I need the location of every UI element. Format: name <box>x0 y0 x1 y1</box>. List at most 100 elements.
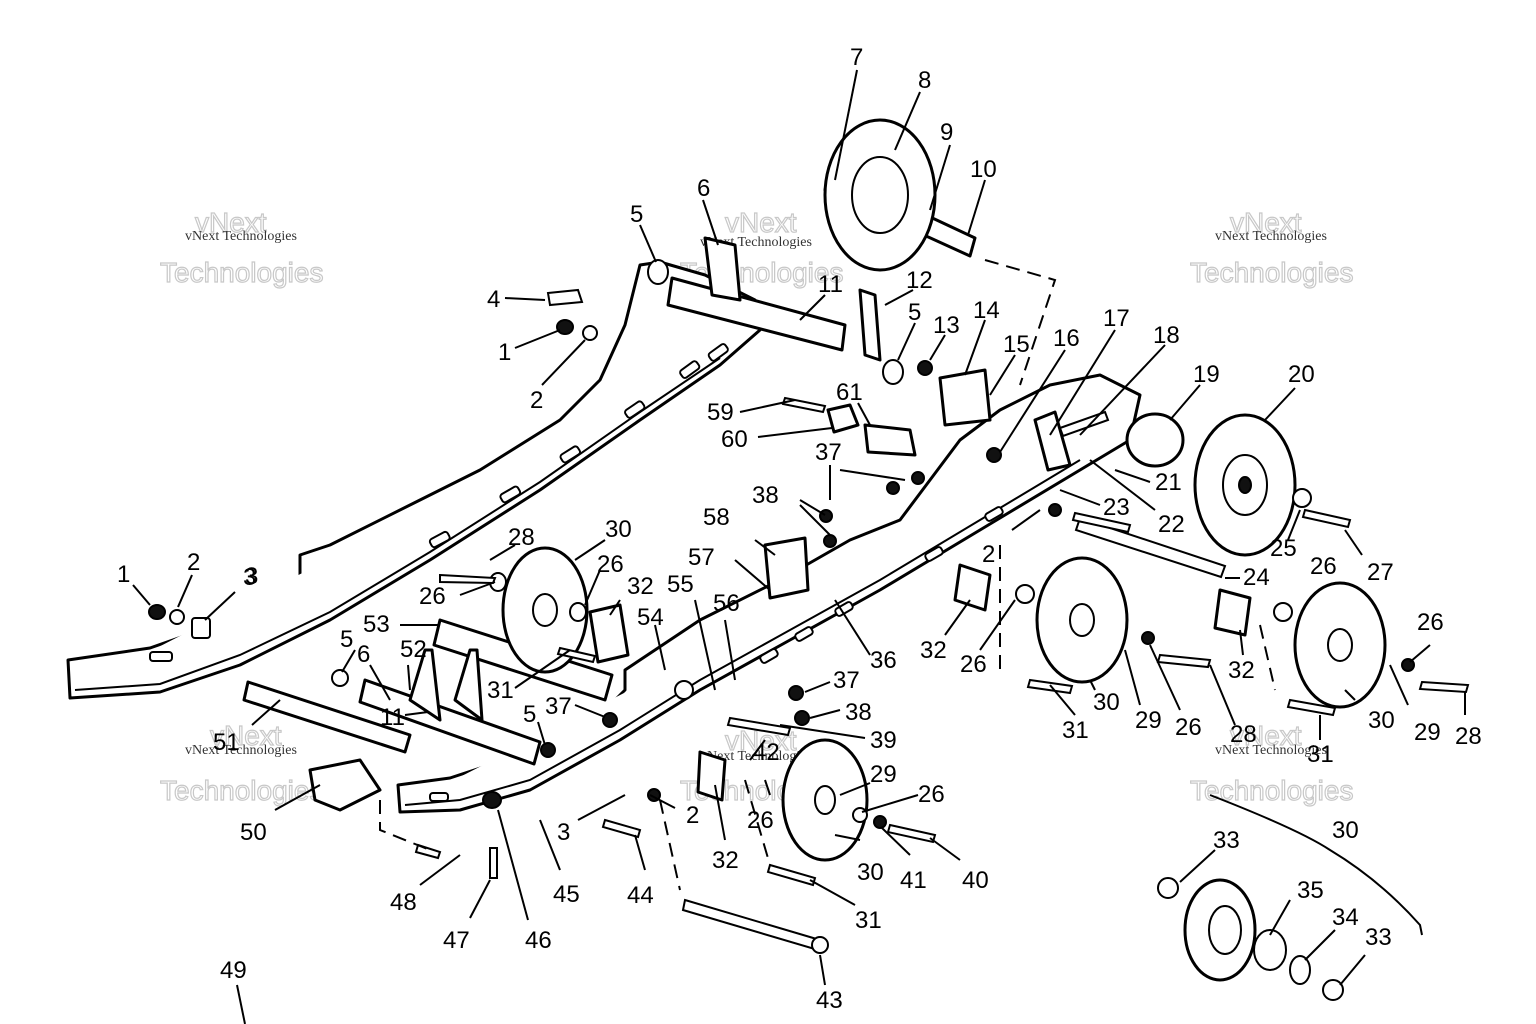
callout-11: 11 <box>380 704 405 731</box>
callout-23: 23 <box>1103 494 1130 521</box>
callout-2: 2 <box>686 802 699 829</box>
callout-37: 37 <box>815 439 842 466</box>
hardware <box>148 236 1470 887</box>
callout-6: 6 <box>357 641 370 668</box>
callout-11: 11 <box>818 271 843 298</box>
callout-15: 15 <box>1003 331 1030 358</box>
callout-26: 26 <box>918 781 945 808</box>
callout-29: 29 <box>870 761 897 788</box>
callout-31: 31 <box>1307 741 1334 768</box>
callout-5: 5 <box>523 701 536 728</box>
callout-2: 2 <box>982 541 995 568</box>
callout-53: 53 <box>363 611 390 638</box>
callout-42: 42 <box>753 739 780 766</box>
callout-3: 3 <box>243 564 256 591</box>
callout-60: 60 <box>721 426 748 453</box>
watermark-company: vNext Technologies <box>185 743 297 758</box>
callout-29: 29 <box>1414 719 1441 746</box>
watermark-company: vNext Technologies <box>1215 229 1327 244</box>
callout-55: 55 <box>667 571 694 598</box>
callout-1: 1 <box>498 339 511 366</box>
watermark-word: Technologies <box>1190 775 1353 806</box>
leader-lines <box>132 69 1466 1024</box>
callout-36: 36 <box>870 647 897 674</box>
callout-52: 52 <box>400 636 427 663</box>
watermark-brand: vNext <box>195 207 267 238</box>
callout-17: 17 <box>1103 305 1130 332</box>
callout-16: 16 <box>1053 325 1080 352</box>
callout-12: 12 <box>906 267 933 294</box>
watermark-word: Technologies <box>1190 257 1353 288</box>
callout-32: 32 <box>920 637 947 664</box>
callout-3: 3 <box>557 819 570 846</box>
callout-33: 33 <box>1365 924 1392 951</box>
callout-45: 45 <box>553 881 580 908</box>
watermark-brand: vNext <box>210 720 282 751</box>
callout-5: 5 <box>340 626 353 653</box>
callout-30: 30 <box>857 859 884 886</box>
callout-2: 2 <box>530 387 543 414</box>
callout-8: 8 <box>918 67 931 94</box>
callout-5: 5 <box>908 299 921 326</box>
callout-44: 44 <box>627 882 654 909</box>
callout-50: 50 <box>240 819 267 846</box>
callout-28: 28 <box>1455 723 1482 750</box>
callout-20: 20 <box>1288 361 1315 388</box>
watermark-brand: vNext <box>1230 207 1302 238</box>
callout-56: 56 <box>713 590 740 617</box>
callout-59: 59 <box>707 399 734 426</box>
callout-6: 6 <box>697 175 710 202</box>
wheels <box>501 118 1387 1001</box>
callout-25: 25 <box>1270 535 1297 562</box>
callout-46: 46 <box>525 927 552 954</box>
callout-24: 24 <box>1243 564 1270 591</box>
callout-32: 32 <box>1228 657 1255 684</box>
callout-26: 26 <box>419 583 446 610</box>
callout-30: 30 <box>1093 689 1120 716</box>
callout-9: 9 <box>940 119 953 146</box>
callout-30: 30 <box>1332 817 1359 844</box>
watermark-word: Technologies <box>160 775 323 806</box>
watermark-company: vNext Technologies <box>185 229 297 244</box>
watermark-company: vNext Technologies <box>1215 743 1327 758</box>
callout-54: 54 <box>637 604 664 631</box>
callout-5: 5 <box>630 201 643 228</box>
callout-14: 14 <box>973 297 1000 324</box>
callout-22: 22 <box>1158 511 1185 538</box>
watermark-company: vNext Technologies <box>700 749 812 764</box>
callout-38: 38 <box>752 482 779 509</box>
callout-2: 2 <box>187 549 200 576</box>
callout-49: 49 <box>220 957 247 984</box>
callout-32: 32 <box>712 847 739 874</box>
callout-38: 38 <box>845 699 872 726</box>
callout-26: 26 <box>960 651 987 678</box>
callout-29: 29 <box>1135 707 1162 734</box>
callout-37: 37 <box>545 693 572 720</box>
watermark-brand: vNext <box>1230 720 1302 751</box>
callout-51: 51 <box>213 729 240 756</box>
callout-48: 48 <box>390 889 417 916</box>
callout-47: 47 <box>443 927 470 954</box>
callout-4: 4 <box>487 286 500 313</box>
callout-30: 30 <box>605 516 632 543</box>
callout-28: 28 <box>1230 721 1257 748</box>
callout-43: 43 <box>816 987 843 1014</box>
callout-58: 58 <box>703 504 730 531</box>
callout-28: 28 <box>508 524 535 551</box>
callout-18: 18 <box>1153 322 1180 349</box>
dashed-lines <box>379 259 1276 891</box>
callout-31: 31 <box>487 677 514 704</box>
callout-41: 41 <box>900 867 927 894</box>
callout-1: 1 <box>117 561 130 588</box>
callout-21: 21 <box>1155 469 1182 496</box>
callout-37: 37 <box>833 667 860 694</box>
callout-26: 26 <box>747 807 774 834</box>
callout-26: 26 <box>1310 553 1337 580</box>
callout-26: 26 <box>1175 714 1202 741</box>
callout-33: 33 <box>1213 827 1240 854</box>
callout-57: 57 <box>688 544 715 571</box>
callout-19: 19 <box>1193 361 1220 388</box>
callout-39: 39 <box>870 727 897 754</box>
callout-7: 7 <box>850 44 863 71</box>
